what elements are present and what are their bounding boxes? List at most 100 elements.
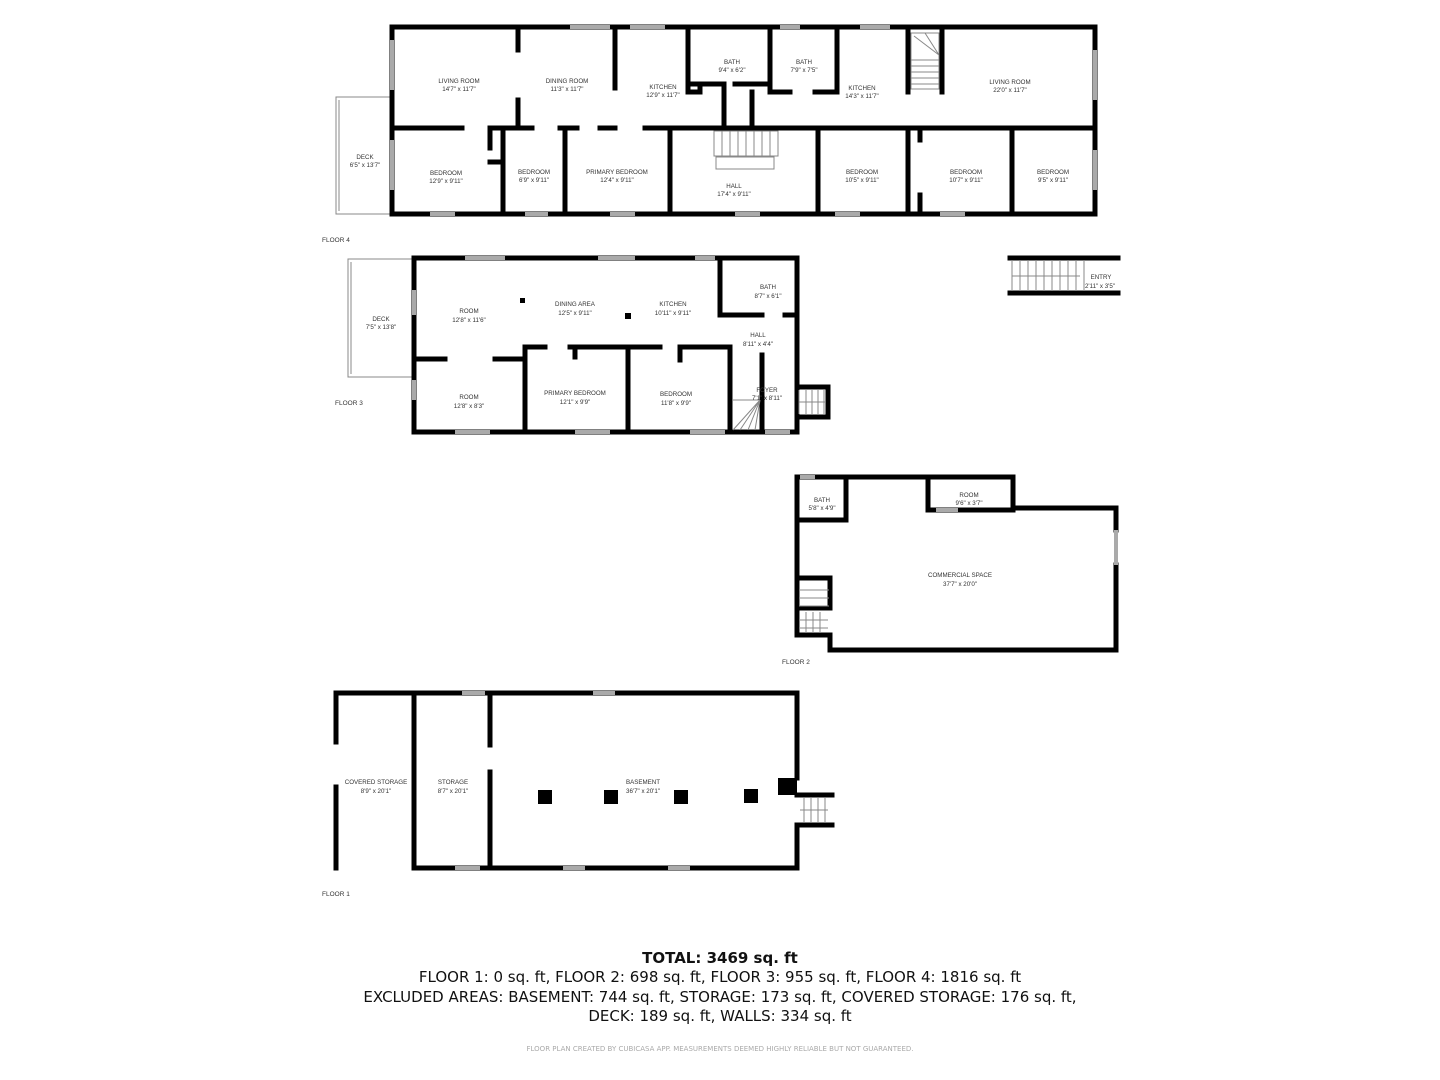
entry-stairs bbox=[1007, 255, 1121, 296]
floor-4-outer-wall bbox=[389, 24, 1098, 217]
room-label: HALL bbox=[750, 332, 766, 339]
room-size: 7'1" x 8'11" bbox=[752, 395, 782, 402]
room-size: 7'9" x 7'5" bbox=[790, 67, 817, 74]
room-label: KITCHEN bbox=[848, 85, 875, 92]
room-size: 8'7" x 20'1" bbox=[438, 788, 469, 795]
area-summary: TOTAL: 3469 sq. ft FLOOR 1: 0 sq. ft, FL… bbox=[0, 948, 1440, 1053]
room-label: KITCHEN bbox=[659, 301, 686, 308]
room-size: 36'7" x 20'1" bbox=[626, 788, 660, 795]
room-label: COMMERCIAL SPACE bbox=[928, 572, 992, 579]
stairs-icon bbox=[799, 589, 829, 633]
room-size: 12'5" x 9'11" bbox=[558, 310, 591, 317]
room-size: 14'7" x 11'7" bbox=[442, 86, 475, 93]
room-size: 8'11" x 4'4" bbox=[743, 341, 773, 348]
column bbox=[604, 790, 618, 804]
room-label: BEDROOM bbox=[660, 391, 692, 398]
room-size: 22'0" x 11'7" bbox=[993, 87, 1026, 94]
room-label: DECK bbox=[372, 316, 390, 323]
room-label: DECK bbox=[356, 154, 374, 161]
room-size: 10'5" x 9'11" bbox=[845, 177, 878, 184]
room-label: DINING AREA bbox=[555, 301, 596, 308]
room-size: 9'6" x 3'7" bbox=[955, 500, 982, 507]
deck-outline bbox=[347, 258, 414, 378]
room-size: 10'11" x 9'11" bbox=[655, 310, 691, 317]
room-label: DINING ROOM bbox=[546, 78, 589, 85]
deck-outline bbox=[335, 96, 392, 215]
column bbox=[674, 790, 688, 804]
room-label: PRIMARY BEDROOM bbox=[586, 169, 648, 176]
floor-2-walls bbox=[794, 474, 1119, 653]
room-label: ENTRY bbox=[1091, 274, 1112, 281]
floor-3-walls bbox=[411, 255, 831, 435]
room-size: 11'3" x 11'7" bbox=[550, 86, 583, 93]
column bbox=[625, 313, 631, 319]
floor-areas: FLOOR 1: 0 sq. ft, FLOOR 2: 698 sq. ft, … bbox=[418, 968, 1022, 986]
room-size: 9'5" x 9'11" bbox=[1038, 177, 1068, 184]
room-label: ROOM bbox=[459, 394, 478, 401]
room-label: BEDROOM bbox=[846, 169, 878, 176]
windows bbox=[455, 691, 690, 870]
room-label: BEDROOM bbox=[430, 170, 462, 177]
stairs-icon bbox=[732, 390, 825, 431]
room-label: FOYER bbox=[756, 387, 778, 394]
room-label: COVERED STORAGE bbox=[345, 779, 407, 786]
room-label: ROOM bbox=[459, 308, 478, 315]
room-label: KITCHEN bbox=[649, 84, 676, 91]
floor-3-plan: DECK 7'5" x 13'8" ROOM 12'8" x 11'6" DIN… bbox=[335, 255, 831, 435]
floor-4-bottom-walls bbox=[487, 125, 1015, 217]
room-size: 12'9" x 9'11" bbox=[429, 178, 462, 185]
room-size: 12'4" x 9'11" bbox=[600, 177, 633, 184]
room-label: BATH bbox=[724, 59, 740, 66]
floor-label: FLOOR 3 bbox=[335, 400, 363, 407]
room-label: BATH bbox=[814, 497, 830, 504]
room-size: 12'8" x 8'3" bbox=[454, 403, 485, 410]
room-label: BATH bbox=[760, 284, 776, 291]
room-label: BEDROOM bbox=[518, 169, 550, 176]
room-size: 12'1" x 9'9" bbox=[560, 399, 591, 406]
room-size: 5'8" x 4'9" bbox=[808, 505, 835, 512]
room-label: STORAGE bbox=[438, 779, 468, 786]
room-label: PRIMARY BEDROOM bbox=[544, 390, 606, 397]
windows bbox=[412, 256, 790, 434]
room-size: 14'3" x 11'7" bbox=[845, 93, 878, 100]
room-size: 12'8" x 11'6" bbox=[452, 317, 485, 324]
floor-1-plan: COVERED STORAGE 8'9" x 20'1" STORAGE 8'7… bbox=[322, 690, 835, 898]
room-label: BEDROOM bbox=[950, 169, 982, 176]
windows bbox=[800, 475, 1118, 565]
room-size: 11'8" x 9'9" bbox=[661, 400, 691, 407]
floor-label: FLOOR 4 bbox=[322, 237, 350, 244]
room-size: 17'4" x 9'11" bbox=[717, 191, 750, 198]
room-size: 8'7" x 6'1" bbox=[754, 293, 781, 300]
stairs-icon bbox=[713, 32, 940, 170]
floor-4-plan: LIVING ROOM 14'7" x 11'7" DINING ROOM 11… bbox=[322, 24, 1121, 296]
room-label: LIVING ROOM bbox=[989, 79, 1030, 86]
disclaimer: FLOOR PLAN CREATED BY CUBICASA APP. MEAS… bbox=[526, 1044, 914, 1053]
excluded-areas: EXCLUDED AREAS: BASEMENT: 744 sq. ft, ST… bbox=[363, 987, 1077, 1006]
windows bbox=[390, 25, 1097, 216]
floor-2-plan: BATH 5'8" x 4'9" ROOM 9'6" x 3'7" COMMER… bbox=[782, 474, 1119, 666]
column bbox=[744, 789, 758, 803]
stairs-icon bbox=[800, 798, 828, 822]
room-size: 6'5" x 13'7" bbox=[350, 162, 381, 169]
room-label: HALL bbox=[726, 183, 742, 190]
room-label: LIVING ROOM bbox=[438, 78, 479, 85]
column bbox=[538, 790, 552, 804]
floor-1-walls bbox=[333, 690, 835, 871]
room-label: BATH bbox=[796, 59, 812, 66]
total-area: TOTAL: 3469 sq. ft bbox=[642, 949, 798, 967]
room-size: 8'9" x 20'1" bbox=[361, 788, 392, 795]
room-size: 2'11" x 3'5" bbox=[1085, 283, 1115, 290]
floor-4-top-walls bbox=[515, 24, 945, 131]
room-size: 7'5" x 13'8" bbox=[366, 324, 397, 331]
column bbox=[778, 778, 797, 795]
room-size: 9'4" x 6'2" bbox=[718, 67, 745, 74]
column bbox=[520, 298, 525, 303]
room-size: 6'9" x 9'11" bbox=[519, 177, 549, 184]
room-size: 10'7" x 9'11" bbox=[949, 177, 982, 184]
room-label: BASEMENT bbox=[626, 779, 660, 786]
floor-label: FLOOR 1 bbox=[322, 891, 350, 898]
floor-label: FLOOR 2 bbox=[782, 659, 810, 666]
room-label: ROOM bbox=[959, 492, 978, 499]
room-size: 12'9" x 11'7" bbox=[646, 92, 679, 99]
